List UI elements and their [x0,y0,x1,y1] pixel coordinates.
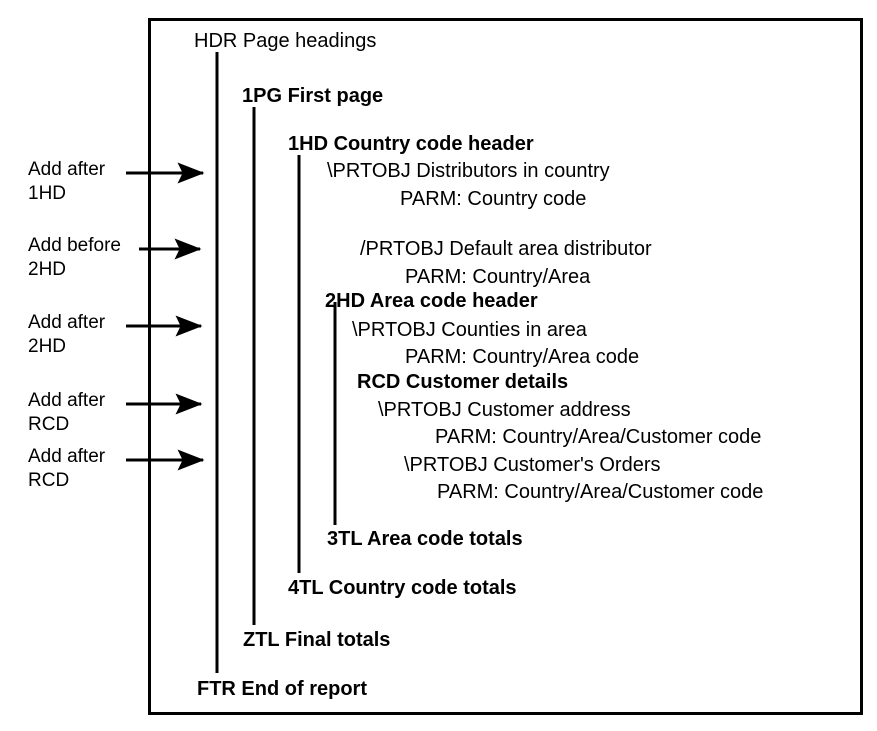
structure-line-3tl: 3TL Area code totals [327,528,523,550]
ann-add-after-1hd-label-line1: Add after [28,159,106,180]
ann-add-after-2hd-label: Add after 2HD [28,311,105,359]
ann-add-after-rcd-2-label-line1: Add after [28,446,106,467]
structure-line-prtobj-address: \PRTOBJ Customer address [378,399,631,421]
structure-line-prtobj-orders: \PRTOBJ Customer's Orders [404,454,661,476]
structure-line-parm-country: PARM: Country code [400,188,587,210]
structure-line-2hd: 2HD Area code header [325,290,538,312]
structure-line-hdr: HDR Page headings [194,30,377,52]
structure-line-prtobj-counties: \PRTOBJ Counties in area [352,319,587,341]
structure-line-4tl: 4TL Country code totals [288,577,517,599]
diagram-frame-border [148,18,863,715]
ann-add-after-2hd-label-line2: 2HD [28,336,67,357]
ann-add-before-2hd-label-line2: 2HD [28,259,67,280]
ann-add-before-2hd-label: Add before 2HD [28,234,121,282]
ann-add-after-rcd-1-label-line2: RCD [28,414,70,435]
ann-add-after-1hd-label: Add after 1HD [28,158,105,206]
structure-line-prtobj-distrib: \PRTOBJ Distributors in country [327,160,610,182]
structure-line-parm-area-code: PARM: Country/Area code [405,346,640,368]
ann-add-after-2hd-label-line1: Add after [28,312,106,333]
structure-line-ftr: FTR End of report [197,678,367,700]
structure-line-parm-cust-code-1: PARM: Country/Area/Customer code [435,426,762,448]
structure-line-1hd: 1HD Country code header [288,133,534,155]
ann-add-after-rcd-1-label-line1: Add after [28,390,106,411]
ann-add-after-rcd-2-label-line2: RCD [28,470,70,491]
structure-line-parm-cust-code-2: PARM: Country/Area/Customer code [437,481,764,503]
structure-line-rcd: RCD Customer details [357,371,569,393]
structure-line-1pg: 1PG First page [242,85,384,107]
ann-add-after-1hd-label-line2: 1HD [28,183,67,204]
ann-add-before-2hd-label-line1: Add before [28,235,121,256]
structure-line-prtobj-default: /PRTOBJ Default area distributor [360,238,652,260]
structure-line-parm-country-area: PARM: Country/Area [405,266,591,288]
structure-line-ztl: ZTL Final totals [243,629,391,651]
